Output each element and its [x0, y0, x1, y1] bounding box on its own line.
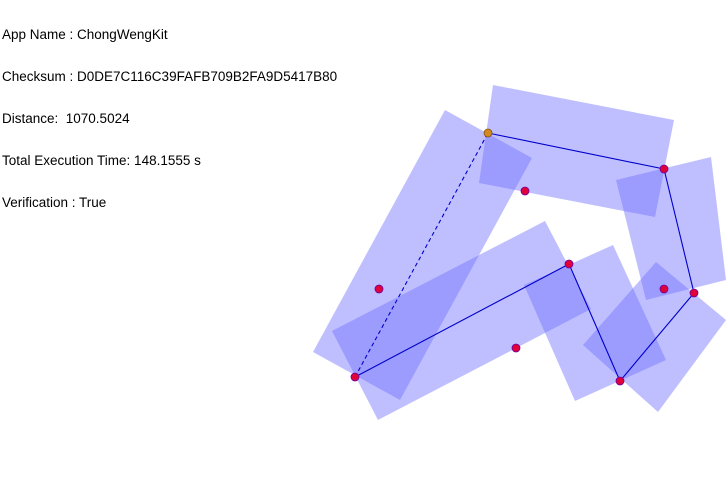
unvisited-node: [520, 186, 530, 196]
unvisited-node: [659, 284, 669, 294]
obstacle-rect: [583, 262, 726, 412]
waypoint-node: [350, 372, 360, 382]
info-panel: App Name : ChongWengKit Checksum : D0DE7…: [2, 0, 337, 224]
execution-time-text: Total Execution Time: 148.1555 s: [2, 153, 201, 168]
obstacle-rect: [313, 110, 532, 400]
route-edge: [568, 263, 621, 382]
unvisited-node: [511, 343, 521, 353]
waypoint-node: [659, 164, 669, 174]
obstacle-rect: [616, 157, 726, 300]
start-node: [483, 128, 493, 138]
unvisited-node: [374, 284, 384, 294]
waypoint-node: [689, 288, 699, 298]
waypoints: [350, 164, 699, 386]
distance-text: Distance: 1070.5024: [2, 111, 130, 126]
app-name-text: App Name : ChongWengKit: [2, 27, 168, 42]
route-edge: [487, 132, 665, 170]
route-edge: [354, 263, 570, 378]
waypoint-node: [615, 376, 625, 386]
verification-text: Verification : True: [2, 195, 107, 210]
route-path: [354, 132, 695, 382]
checksum-text: Checksum : D0DE7C116C39FAFB709B2FA9D5417…: [2, 69, 338, 84]
waypoint-node: [564, 259, 574, 269]
return-edge: [354, 132, 489, 378]
obstacle-rects: [313, 85, 726, 420]
route-edge: [619, 292, 695, 382]
route-edge: [663, 168, 695, 294]
